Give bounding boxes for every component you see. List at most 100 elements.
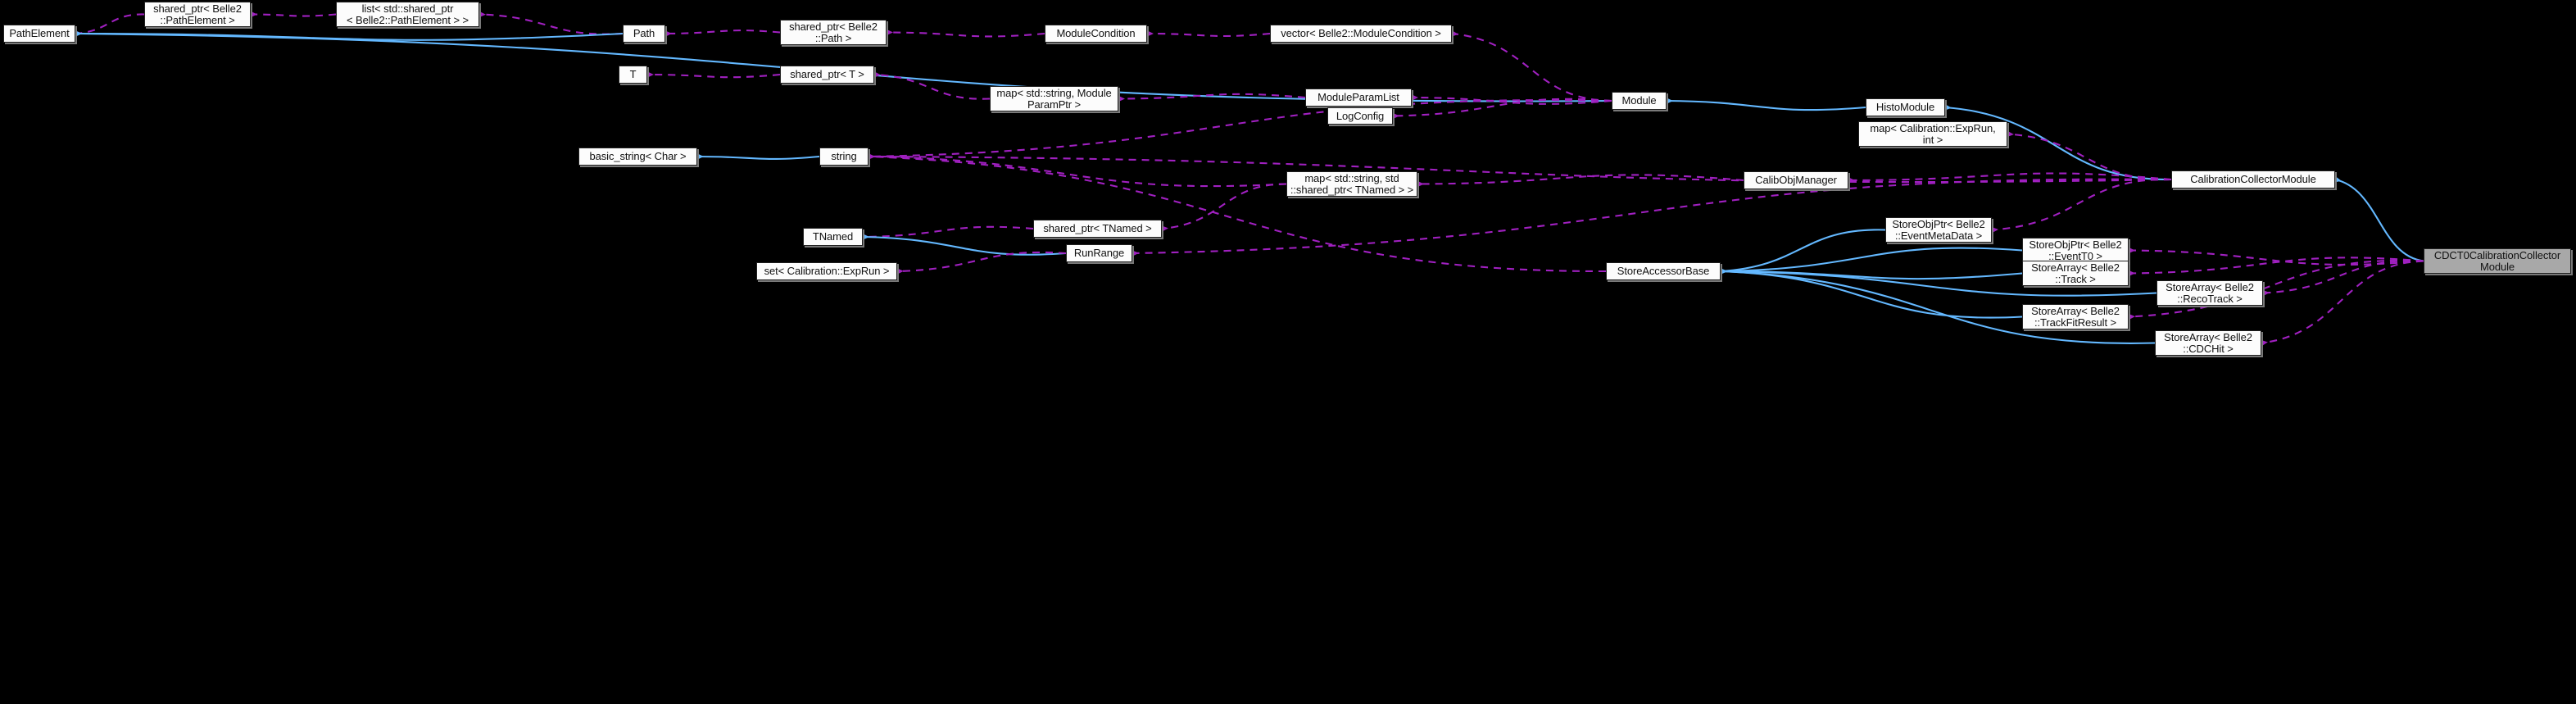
node-storearray_tfr[interactable]: StoreArray< Belle2 ::TrackFitResult > — [2022, 304, 2129, 329]
node-moduleparamlist[interactable]: ModuleParamList — [1305, 89, 1412, 107]
edge-storearray_cdchit-to-storeaccessorbase — [1719, 267, 2156, 344]
node-label: StoreArray< Belle2 ::Track > — [2031, 261, 2120, 285]
node-label: ModuleParamList — [1317, 91, 1399, 103]
edge-cdct0collector-to-storearray_track — [2127, 257, 2424, 277]
edge-moduleparamlist-to-map_str_moduleparam — [1117, 93, 1306, 102]
node-storeobjptr_et0[interactable]: StoreObjPtr< Belle2 ::EventT0 > — [2022, 238, 2129, 263]
node-map_exprun_int[interactable]: map< Calibration::ExpRun, int > — [1858, 121, 2007, 147]
node-sharedptr_t[interactable]: shared_ptr< T > — [780, 66, 874, 84]
node-label: T — [629, 68, 637, 80]
node-label: CalibrationCollectorModule — [2190, 173, 2316, 185]
node-label: shared_ptr< T > — [790, 68, 864, 80]
node-modulecondition[interactable]: ModuleCondition — [1045, 25, 1147, 43]
node-label: shared_ptr< Belle2 ::Path > — [789, 20, 878, 44]
node-label: vector< Belle2::ModuleCondition > — [1281, 27, 1441, 39]
node-calibcollector[interactable]: CalibrationCollectorModule — [2171, 170, 2335, 188]
node-set_exprun[interactable]: set< Calibration::ExpRun > — [756, 262, 897, 280]
node-label: shared_ptr< TNamed > — [1043, 222, 1152, 234]
node-label: basic_string< Char > — [589, 150, 687, 162]
edge-path-to-list_sharedptr — [478, 11, 624, 35]
edge-calibcollector-to-string — [867, 152, 2172, 184]
node-label: ModuleCondition — [1056, 27, 1136, 39]
node-label: map< std::string, Module ParamPtr > — [996, 86, 1112, 111]
edge-calibcollector-to-calibobjmanager — [1847, 172, 2172, 184]
node-label: map< std::string, std ::shared_ptr< TNam… — [1290, 171, 1414, 196]
edge-storearray_reco-to-storeaccessorbase — [1719, 267, 2157, 297]
node-label: StoreArray< Belle2 ::RecoTrack > — [2166, 280, 2254, 305]
node-label: CDCT0CalibrationCollector Module — [2433, 248, 2561, 273]
edge-sharedptr_t-to-t — [646, 70, 781, 79]
edge-list_sharedptr-to-sharedptr_pathelem — [249, 11, 337, 18]
node-label: StoreObjPtr< Belle2 ::EventT0 > — [2029, 238, 2122, 262]
node-calibobjmanager[interactable]: CalibObjManager — [1744, 171, 1848, 189]
node-label: shared_ptr< Belle2 ::PathElement > — [153, 2, 242, 26]
edge-sharedptr_tnamed-to-tnamed — [861, 225, 1034, 241]
node-storearray_track[interactable]: StoreArray< Belle2 ::Track > — [2022, 261, 2129, 286]
edge-calibcollector-to-map_exprun_int — [2006, 130, 2172, 181]
node-label: StoreObjPtr< Belle2 ::EventMetaData > — [1892, 217, 1985, 242]
edge-map_str_moduleparam-to-sharedptr_t — [873, 70, 991, 100]
node-histomodule[interactable]: HistoModule — [1866, 98, 1945, 116]
edge-cdct0collector-to-storeobjptr_et0 — [2127, 247, 2424, 266]
node-pathelement[interactable]: PathElement — [3, 25, 75, 43]
edge-storeobjptr_et0-to-storeaccessorbase — [1719, 247, 2023, 275]
edge-storearray_tfr-to-storeaccessorbase — [1719, 267, 2023, 319]
node-tnamed[interactable]: TNamed — [803, 228, 863, 246]
node-storeaccessorbase[interactable]: StoreAccessorBase — [1606, 262, 1721, 280]
node-label: set< Calibration::ExpRun > — [764, 265, 890, 277]
node-label: Path — [633, 27, 655, 39]
edge-runrange-to-set_exprun — [896, 251, 1067, 275]
node-label: string — [831, 150, 857, 162]
node-label: CalibObjManager — [1755, 174, 1837, 186]
edge-map_str_tnamed-to-string — [867, 152, 1287, 188]
node-label: map< Calibration::ExpRun, int > — [1870, 121, 1996, 146]
edge-cdct0collector-to-calibcollector — [2333, 175, 2424, 262]
node-label: StoreArray< Belle2 ::TrackFitResult > — [2031, 304, 2120, 329]
node-vector_modulecond[interactable]: vector< Belle2::ModuleCondition > — [1270, 25, 1452, 43]
edge-module-to-string — [867, 99, 1612, 161]
node-label: list< std::shared_ptr < Belle2::PathElem… — [347, 2, 469, 26]
node-sharedptr_path[interactable]: shared_ptr< Belle2 ::Path > — [780, 20, 887, 45]
node-string[interactable]: string — [819, 148, 868, 166]
node-label: StoreArray< Belle2 ::CDCHit > — [2164, 330, 2252, 355]
node-label: HistoModule — [1875, 101, 1935, 113]
edge-sharedptr_pathelem-to-pathelement — [74, 13, 145, 38]
edge-calibobjmanager-to-map_str_tnamed — [1416, 174, 1744, 188]
node-cdct0collector[interactable]: CDCT0CalibrationCollector Module — [2424, 248, 2571, 274]
edge-cdct0collector-to-storearray_cdchit — [2260, 260, 2424, 347]
edge-map_str_tnamed-to-sharedptr_tnamed — [1160, 183, 1287, 233]
node-storearray_cdchit[interactable]: StoreArray< Belle2 ::CDCHit > — [2155, 330, 2261, 356]
edge-cdct0collector-to-storearray_tfr — [2127, 259, 2424, 320]
node-label: RunRange — [1073, 247, 1125, 259]
node-label: TNamed — [812, 230, 854, 243]
node-label: PathElement — [9, 27, 70, 39]
edge-storeobjptr_emd-to-storeaccessorbase — [1719, 229, 1886, 275]
node-storeobjptr_emd[interactable]: StoreObjPtr< Belle2 ::EventMetaData > — [1885, 217, 1992, 243]
edge-string-to-basic_string — [696, 152, 820, 161]
edge-histomodule-to-module — [1665, 97, 1866, 111]
edge-calibcollector-to-histomodule — [1943, 103, 2172, 181]
node-runrange[interactable]: RunRange — [1066, 244, 1132, 262]
edge-module-to-vector_modulecond — [1450, 30, 1612, 102]
node-path[interactable]: Path — [623, 25, 665, 43]
node-label: LogConfig — [1336, 109, 1385, 122]
edge-runrange-to-tnamed — [861, 233, 1067, 256]
edge-sharedptr_path-to-path — [664, 30, 781, 38]
node-map_str_tnamed[interactable]: map< std::string, std ::shared_ptr< TNam… — [1286, 171, 1417, 197]
node-sharedptr_pathelem[interactable]: shared_ptr< Belle2 ::PathElement > — [144, 2, 251, 27]
node-label: StoreAccessorBase — [1617, 265, 1710, 277]
edge-storeaccessorbase-to-string — [867, 152, 1607, 273]
node-storearray_reco[interactable]: StoreArray< Belle2 ::RecoTrack > — [2156, 280, 2263, 306]
edge-module-to-logconfig — [1391, 98, 1612, 120]
node-module[interactable]: Module — [1612, 92, 1667, 110]
node-t[interactable]: T — [619, 66, 647, 84]
node-list_sharedptr[interactable]: list< std::shared_ptr < Belle2::PathElem… — [336, 2, 479, 27]
node-basic_string[interactable]: basic_string< Char > — [578, 148, 697, 166]
node-map_str_moduleparam[interactable]: map< std::string, Module ParamPtr > — [990, 86, 1118, 111]
node-logconfig[interactable]: LogConfig — [1327, 107, 1393, 125]
edge-vector_modulecond-to-modulecondition — [1145, 30, 1271, 38]
edge-calibcollector-to-storeobjptr_emd — [1990, 178, 2172, 234]
edge-modulecondition-to-sharedptr_path — [885, 29, 1045, 38]
node-sharedptr_tnamed[interactable]: shared_ptr< TNamed > — [1033, 220, 1162, 238]
